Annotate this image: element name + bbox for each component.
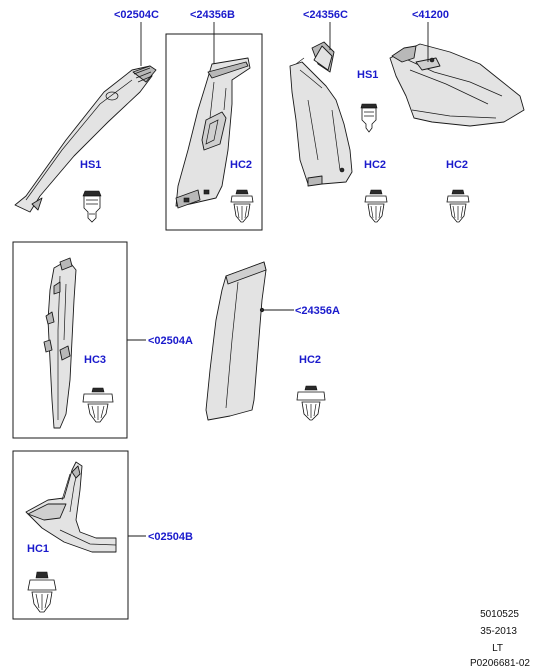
d-pillar-trim	[389, 43, 525, 127]
callout-d-pillar: <41200	[412, 9, 449, 21]
callout-a-pillar-upper: <02504C	[114, 9, 159, 21]
fastener-hc2-lower: HC2	[299, 354, 321, 366]
a-pillar-lower-trim	[43, 257, 77, 429]
fastener-hc3: HC3	[84, 354, 106, 366]
fastener-hs1-left: HS1	[80, 159, 101, 171]
b-pillar-lower-trim	[205, 261, 267, 421]
b-pillar-upper-trim	[175, 57, 251, 209]
fastener-hc2-c-pillar: HC2	[364, 159, 386, 171]
hs1-screw-right	[360, 103, 378, 133]
hc2-clip-d-pillar	[446, 189, 470, 223]
callout-sill-trim: <02504B	[148, 531, 193, 543]
fastener-hc2-d-pillar: HC2	[446, 159, 468, 171]
hc1-clip	[27, 571, 57, 613]
c-pillar-upper-trim	[289, 41, 353, 187]
footer-ref-line1: 5010525	[480, 609, 519, 620]
callout-c-pillar-upper: <24356C	[303, 9, 348, 21]
fastener-hs1-right: HS1	[357, 69, 378, 81]
sill-trim-group-box	[12, 450, 129, 620]
sill-trim	[25, 461, 117, 553]
footer-ref-line2: 35-2013	[480, 626, 517, 637]
footer-ref-line4: P0206681-02	[470, 658, 530, 669]
callout-b-pillar-lower: <24356A	[295, 305, 340, 317]
callout-a-pillar-lower: <02504A	[148, 335, 193, 347]
hc3-clip	[82, 387, 114, 423]
hc2-clip-b-pillar	[230, 189, 254, 223]
hs1-screw-left	[82, 190, 102, 223]
fastener-hc2-b-pillar: HC2	[230, 159, 252, 171]
a-pillar-upper-trim	[14, 65, 157, 213]
hc2-clip-lower	[296, 385, 326, 421]
callout-b-pillar-upper: <24356B	[190, 9, 235, 21]
hc2-clip-c-pillar	[364, 189, 388, 223]
fastener-hc1: HC1	[27, 543, 49, 555]
footer-ref-line3: LT	[492, 643, 503, 654]
